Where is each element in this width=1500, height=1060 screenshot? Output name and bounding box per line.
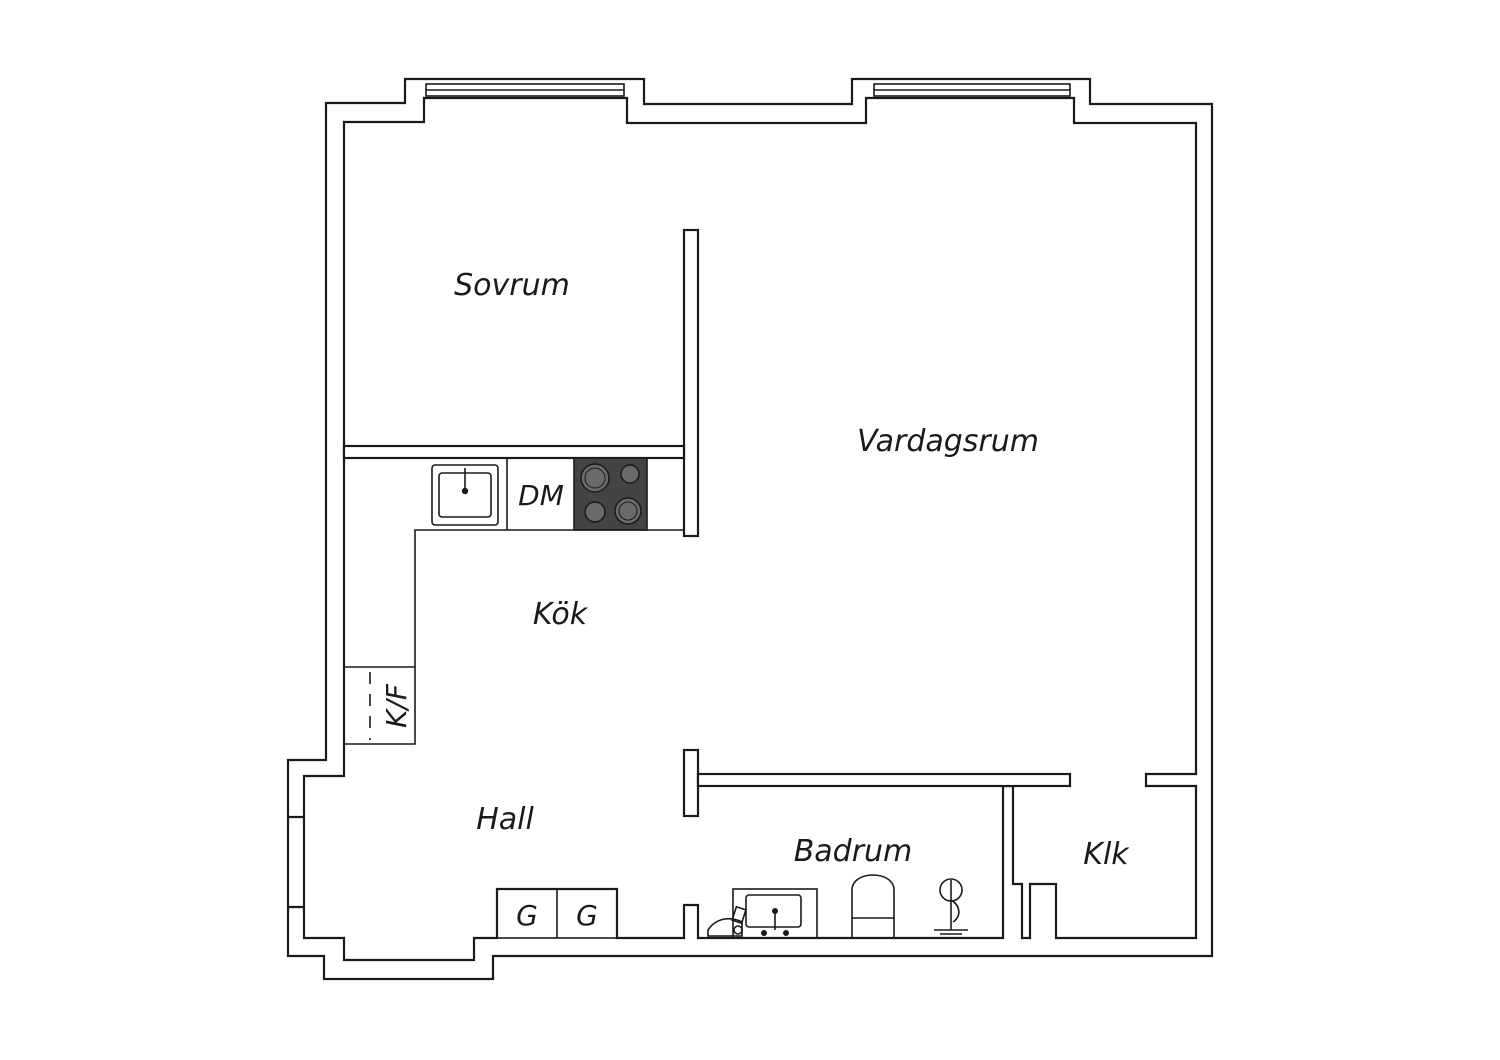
stove-icon bbox=[573, 457, 648, 531]
toilet-icon bbox=[851, 874, 895, 938]
fixture-label-fridge-freezer: K/F bbox=[380, 683, 413, 728]
wall-bath-stub bbox=[682, 748, 700, 818]
room-label-sovrum: Sovrum bbox=[454, 268, 570, 303]
room-label-badrum: Badrum bbox=[794, 834, 913, 869]
shower-icon bbox=[934, 878, 968, 935]
room-label-hall: Hall bbox=[476, 802, 534, 837]
room-label-klk: Klk bbox=[1083, 837, 1130, 872]
wardrobes bbox=[496, 888, 618, 939]
wall-bedroom-living bbox=[682, 228, 700, 538]
wall-bedroom-kitchen bbox=[342, 444, 686, 460]
room-label-vardagsrum: Vardagsrum bbox=[857, 424, 1039, 459]
window-right bbox=[873, 83, 1071, 97]
bathroom-sink-icon bbox=[732, 888, 818, 939]
room-label-kok: Kök bbox=[533, 597, 589, 632]
kitchen-sink-icon bbox=[431, 464, 499, 526]
wall-bath-top bbox=[696, 772, 1072, 788]
washing-faucet-icon bbox=[707, 905, 747, 937]
fixture-label-wardrobe-1: G bbox=[516, 899, 538, 932]
window-left bbox=[425, 83, 625, 97]
fixture-label-wardrobe-2: G bbox=[576, 899, 598, 932]
fixture-label-dishwasher: DM bbox=[518, 479, 564, 512]
outer-wall bbox=[286, 77, 1214, 981]
